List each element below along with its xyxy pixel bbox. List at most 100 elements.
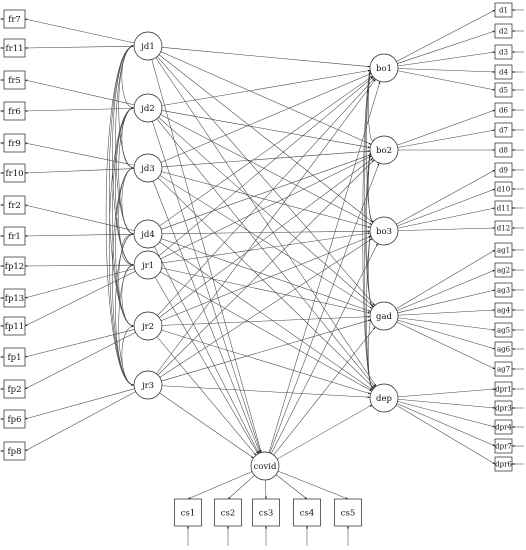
loading-jr3-fp6 xyxy=(24,388,135,420)
indicator-fr11: fr11 xyxy=(3,38,26,58)
loading-jd1-fr11 xyxy=(24,45,135,49)
latent-label: bo2 xyxy=(376,146,392,156)
indicator-fr5: fr5 xyxy=(3,70,26,90)
path-jd2-to-bo3 xyxy=(160,114,372,225)
indicator-dpr3: dpr3 xyxy=(494,400,513,416)
loading-gad-ag7 xyxy=(396,321,496,370)
path-jr3-to-bo3 xyxy=(159,238,373,378)
loading-jd3-fr9 xyxy=(24,142,135,166)
loading-jd1-fr7 xyxy=(24,18,135,44)
path-covid-to-bo3 xyxy=(271,243,378,454)
loading-jr2-fp2 xyxy=(24,332,136,390)
loading-bo1-d5 xyxy=(397,70,496,91)
latent-jd2: jd2 xyxy=(133,93,163,123)
indicator-label: ag6 xyxy=(497,346,511,354)
indicator-label: fp13 xyxy=(5,294,24,304)
loading-gad-ag3 xyxy=(397,289,496,314)
loading-bo1-d1 xyxy=(396,9,496,62)
indicator-fr9: fr9 xyxy=(3,133,26,153)
latent-covid: covid xyxy=(250,451,280,481)
path-covid-to-gad xyxy=(273,326,376,456)
indicator-fp1: fp1 xyxy=(3,347,26,367)
path-covid-to-dep xyxy=(277,404,372,460)
indicator-label: d10 xyxy=(497,186,510,194)
indicator-label: d2 xyxy=(499,28,508,36)
path-jr2-to-gad xyxy=(161,315,371,326)
path-jd4-to-gad xyxy=(161,238,371,312)
loading-dep-dpr1 xyxy=(397,388,496,398)
indicator-d5: d5 xyxy=(494,82,513,98)
latent-label: gad xyxy=(376,312,393,322)
loading-jd4-fr2 xyxy=(24,204,135,232)
indicator-fr7: fr7 xyxy=(3,9,26,29)
loading-bo3-d9 xyxy=(396,169,496,225)
indicator-d6: d6 xyxy=(494,102,513,118)
latent-label: jd2 xyxy=(140,104,155,114)
indicator-label: cs1 xyxy=(181,509,196,519)
indicator-label: cs5 xyxy=(341,509,356,519)
latent-jr2: jr2 xyxy=(133,311,163,341)
loading-dep-dpr6 xyxy=(395,404,496,465)
loading-jr2-fp1 xyxy=(24,329,135,358)
latent-gad: gad xyxy=(369,301,399,331)
indicator-label: ag1 xyxy=(497,247,510,255)
path-jd3-to-covid xyxy=(152,180,261,454)
indicator-label: fr7 xyxy=(8,15,21,25)
indicator-label: ag7 xyxy=(497,366,510,374)
indicator-d4: d4 xyxy=(494,64,513,80)
indicator-label: fp12 xyxy=(5,262,24,272)
indicator-d1: d1 xyxy=(494,2,513,18)
path-jr3-to-covid xyxy=(159,392,254,459)
indicator-cs1: cs1 xyxy=(174,498,202,527)
loading-bo3-d10 xyxy=(396,188,496,227)
indicator-label: fp11 xyxy=(5,322,24,332)
indicator-label: dpr7 xyxy=(495,443,512,451)
indicator-label: fr9 xyxy=(8,139,21,149)
cov-bo1-gad xyxy=(364,57,375,307)
path-jr1-to-dep xyxy=(160,271,372,392)
indicator-label: dpr4 xyxy=(495,424,512,432)
indicator-label: cs4 xyxy=(300,509,315,519)
indicator-label: d6 xyxy=(499,107,508,115)
loading-bo2-d7 xyxy=(397,129,496,148)
indicator-label: d7 xyxy=(499,127,508,135)
path-jr2-to-bo2 xyxy=(159,158,373,318)
cov-jd4-jr2 xyxy=(118,233,135,327)
path-jd3-to-bo1 xyxy=(160,73,372,163)
latent-label: jr1 xyxy=(141,261,154,271)
indicator-label: fr11 xyxy=(5,44,23,54)
indicator-ag5: ag5 xyxy=(494,322,513,338)
path-jd4-to-dep xyxy=(159,241,373,391)
loading-bo1-d4 xyxy=(397,68,496,73)
cov-jd2-jr1 xyxy=(115,107,135,266)
latent-jd4: jd4 xyxy=(133,219,163,249)
indicator-fp6: fp6 xyxy=(3,409,26,429)
cov-jd3-jd4 xyxy=(121,167,135,235)
latent-label: covid xyxy=(254,462,277,472)
indicator-ag4: ag4 xyxy=(494,302,513,318)
cov-jd3-jr1 xyxy=(118,167,135,266)
indicator-cs5: cs5 xyxy=(334,498,362,527)
loading-gad-ag2 xyxy=(396,269,496,311)
indicator-ag3: ag3 xyxy=(494,282,513,298)
path-jr1-to-bo3 xyxy=(161,232,371,264)
path-jr1-to-bo2 xyxy=(160,155,372,260)
path-jd1-to-covid xyxy=(151,59,262,453)
loading-jr3-fp8 xyxy=(24,391,136,452)
path-jd2-to-bo2 xyxy=(161,110,371,149)
loading-jd3-fr10 xyxy=(24,168,135,174)
indicator-label: d8 xyxy=(499,147,508,155)
indicator-d11: d11 xyxy=(494,200,513,216)
indicator-fp2: fp2 xyxy=(3,379,26,399)
indicator-dpr7: dpr7 xyxy=(494,438,513,454)
indicator-fp8: fp8 xyxy=(3,441,26,461)
latent-label: jr2 xyxy=(141,322,154,332)
path-jr2-to-dep xyxy=(161,329,371,395)
path-jd3-to-gad xyxy=(159,175,373,309)
path-covid-to-bo1 xyxy=(268,81,381,453)
indicator-label: dpr1 xyxy=(495,386,512,394)
path-jr3-to-bo2 xyxy=(157,159,375,376)
cov-jd1-jr3 xyxy=(105,45,135,386)
path-layer xyxy=(0,9,524,546)
